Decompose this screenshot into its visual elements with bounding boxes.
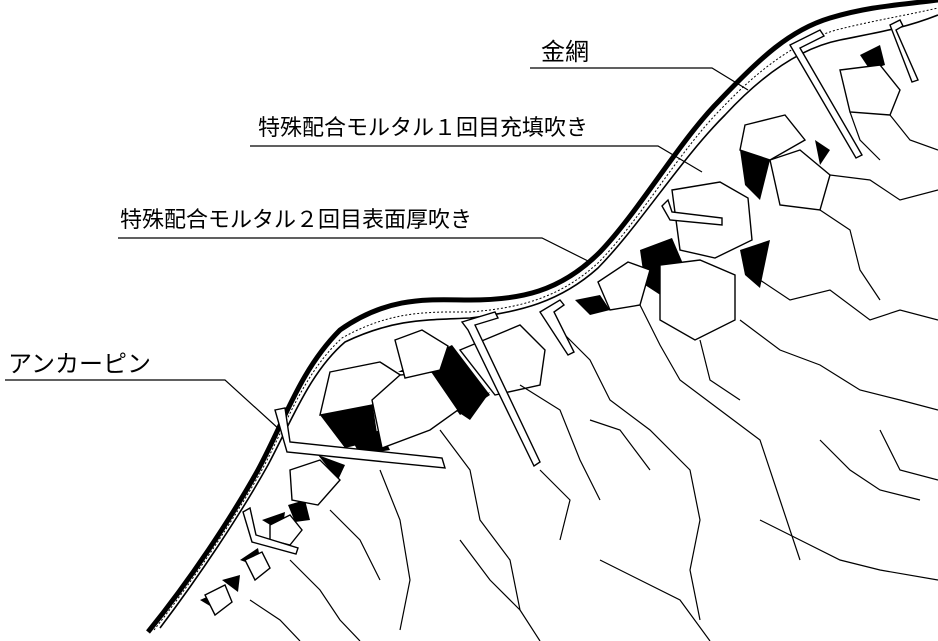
fracture-line [829, 174, 938, 201]
rock [659, 259, 736, 341]
fracture-line [599, 559, 711, 641]
anchor-pin [274, 407, 446, 469]
void-fill [860, 45, 885, 70]
leader-mortar-first-fill [250, 145, 703, 173]
rock [244, 551, 271, 582]
leader-lines [5, 67, 749, 431]
void-fill [222, 575, 240, 592]
fracture-line [759, 279, 938, 321]
fracture-line [379, 469, 411, 631]
fracture-line [739, 319, 938, 411]
anchor-pin [460, 311, 541, 468]
fracture-line [459, 539, 521, 611]
fracture-line [699, 339, 741, 401]
anchor-pin [242, 506, 299, 555]
fracture-line [879, 429, 938, 481]
rock [371, 371, 459, 449]
void-fill [740, 240, 770, 288]
fracture-line [519, 384, 601, 501]
bedrock-fracture-lines [249, 111, 938, 641]
void-fill [740, 150, 770, 200]
fracture-line [249, 599, 301, 641]
rock [394, 329, 449, 379]
void-fill [288, 500, 310, 522]
fracture-line [819, 209, 881, 301]
void-fill [455, 392, 490, 420]
fracture-line [819, 439, 921, 501]
void-fill [575, 295, 610, 315]
leader-anchor-pin [5, 379, 281, 431]
anchor-pin [889, 19, 919, 83]
mortar-first-fill-label: 特殊配合モルタル１回目充填吹き [258, 116, 589, 141]
void-fill [815, 140, 830, 165]
anchor-pin-label: アンカーピン [8, 350, 152, 378]
anchor-pin [661, 198, 723, 226]
fracture-line [639, 304, 801, 561]
fracture-line [289, 559, 361, 641]
rock [289, 459, 341, 506]
wire-mesh-label: 金網 [541, 38, 589, 66]
rock [839, 64, 901, 116]
fracture-line [759, 519, 938, 581]
wire-mesh-line [153, 7, 938, 631]
inner-mortar-layer-line [159, 14, 938, 629]
void-fill [318, 455, 345, 480]
fracture-line [329, 509, 381, 581]
rock [269, 514, 303, 546]
rock-outlines [204, 64, 901, 617]
rock [739, 114, 807, 161]
leader-wire-mesh [530, 67, 749, 91]
rock [204, 584, 233, 617]
rock [597, 261, 651, 311]
fracture-line [889, 114, 938, 151]
rock [769, 149, 831, 211]
fracture-line [539, 469, 571, 541]
leader-mortar-second-surface [118, 237, 591, 263]
anchor-pin [789, 29, 863, 159]
fracture-line [849, 111, 881, 161]
mortar-second-surface-label: 特殊配合モルタル２回目表面厚吹き [120, 208, 473, 233]
anchor-pin [539, 299, 575, 356]
fracture-line [439, 429, 541, 641]
anchor-pins [242, 19, 919, 555]
outer-mortar-surface-line [146, 0, 938, 634]
fracture-line [589, 419, 651, 471]
fracture-line [559, 329, 701, 621]
